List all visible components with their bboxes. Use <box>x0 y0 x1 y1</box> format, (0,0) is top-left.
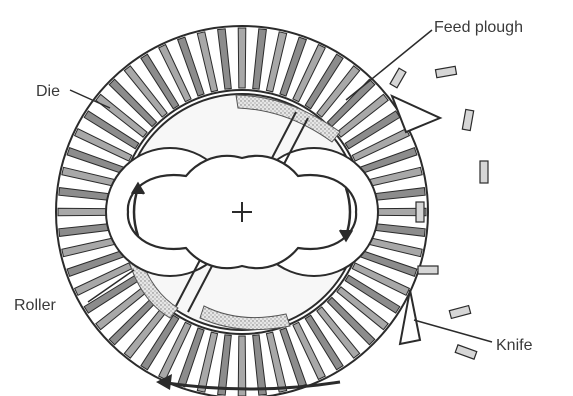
label-die: Die <box>36 83 60 100</box>
die-hole <box>109 297 156 344</box>
die-hole <box>327 297 374 344</box>
knife <box>400 290 420 344</box>
die-hole <box>109 79 156 126</box>
label-feed-plough: Feed plough <box>434 19 523 36</box>
leader-feed-plough <box>346 30 432 100</box>
pellet <box>418 266 438 274</box>
die-hole <box>218 29 232 89</box>
die-hole <box>124 307 167 358</box>
pellet <box>449 306 470 319</box>
die-hole <box>96 94 147 137</box>
die-hole <box>253 335 267 395</box>
die-hole <box>337 287 388 330</box>
die-hole <box>238 336 246 396</box>
die-hole <box>96 287 147 330</box>
pellet <box>480 161 488 183</box>
die-hole <box>124 66 167 117</box>
die-hole <box>327 79 374 126</box>
pellet <box>462 109 473 130</box>
die-hole <box>337 94 388 137</box>
feed-plough <box>392 96 440 132</box>
pellet <box>390 68 406 88</box>
die-hole <box>218 335 232 395</box>
pellet <box>455 345 477 359</box>
die-hole <box>317 66 360 117</box>
leader-knife <box>414 320 492 342</box>
die-hole <box>253 29 267 89</box>
die-hole <box>238 28 246 88</box>
pellet <box>435 66 456 77</box>
label-knife: Knife <box>496 337 533 354</box>
die-hole <box>317 307 360 358</box>
pellet <box>416 202 424 222</box>
label-roller: Roller <box>14 297 56 314</box>
